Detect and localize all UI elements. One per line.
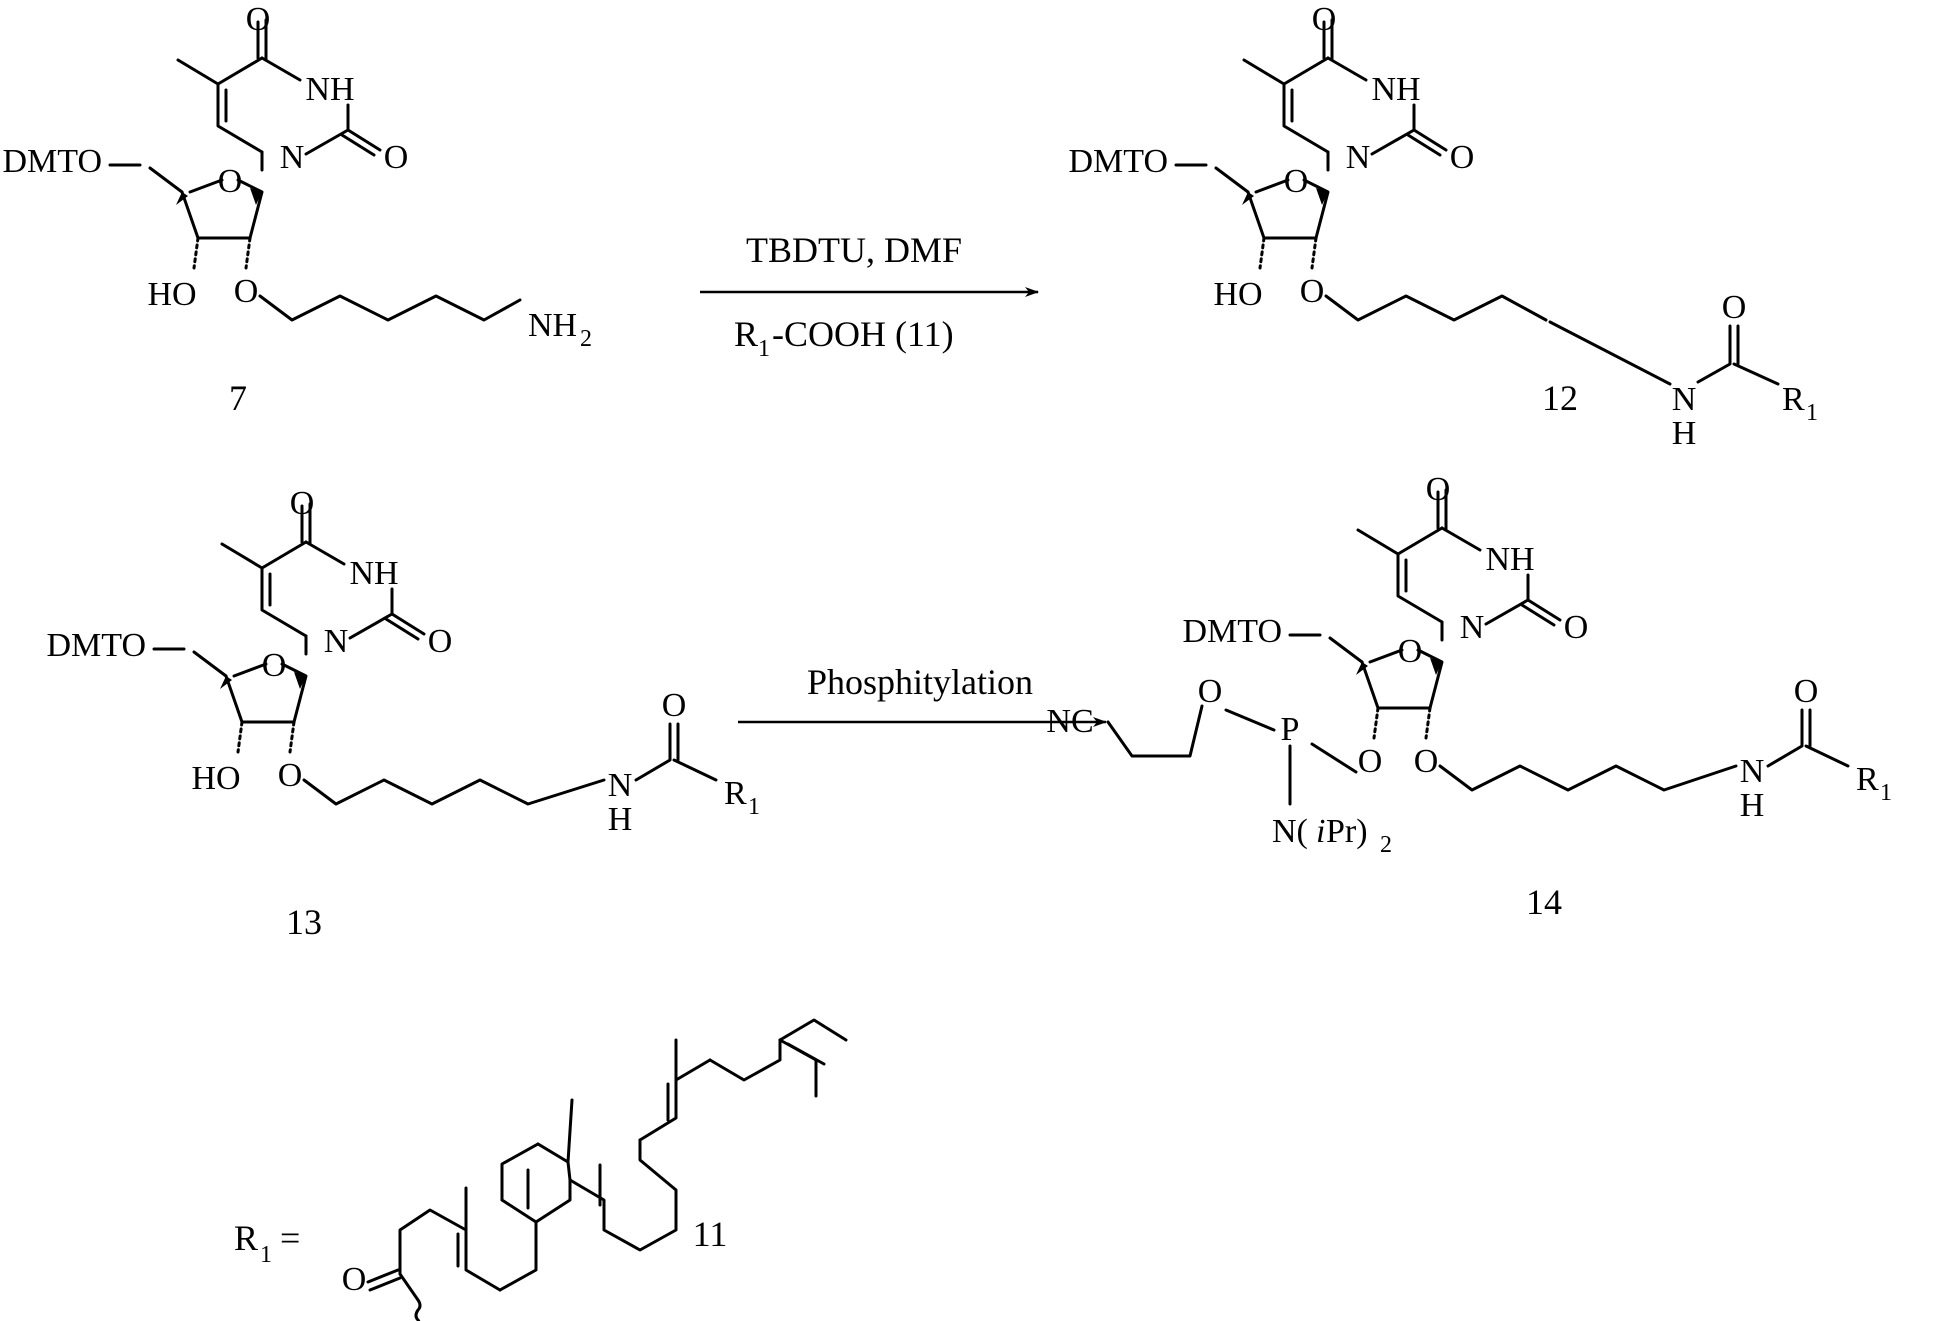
reagent-r1-cooh: R 1 -COOH (11) xyxy=(734,314,954,362)
r1-substituent: R 1 xyxy=(1782,381,1818,426)
svg-text:i: i xyxy=(1316,813,1325,850)
r1-substituent: R 1 xyxy=(724,775,760,820)
svg-text:N: N xyxy=(1672,381,1697,418)
svg-text:O: O xyxy=(1358,743,1383,780)
r1-definition: R 1 = O 11 xyxy=(234,1020,846,1321)
svg-text:N(: N( xyxy=(1272,813,1308,850)
compound-label-14: 14 xyxy=(1526,882,1562,922)
r1-substituent: R 1 xyxy=(1856,761,1892,806)
compound-label-7: 7 xyxy=(229,378,247,418)
compound-14: O NH O N DMTO O O O N H O R 1 P O NC N( … xyxy=(1046,471,1892,922)
compound-12: O NH O N DMTO O HO O 12 N H O R 1 xyxy=(1069,1,1819,452)
svg-text:O: O xyxy=(278,757,303,794)
svg-text:1: 1 xyxy=(748,794,760,820)
svg-text:2: 2 xyxy=(580,326,592,352)
svg-text:P: P xyxy=(1281,711,1300,748)
svg-text:O: O xyxy=(1414,743,1439,780)
svg-text:O: O xyxy=(1722,289,1747,326)
compound-13: O NH O N DMTO O HO O N H O R 1 13 xyxy=(47,485,761,942)
svg-text:Pr): Pr) xyxy=(1326,813,1368,850)
atom-ho: HO xyxy=(147,276,196,313)
svg-text:N: N xyxy=(324,623,349,660)
atom-nh: NH xyxy=(305,71,354,108)
compound-label-11: 11 xyxy=(693,1214,728,1254)
svg-text:R: R xyxy=(724,775,747,812)
reagent-phosphitylation: Phosphitylation xyxy=(807,662,1033,702)
reaction-arrow-1: TBDTU, DMF R 1 -COOH (11) xyxy=(700,230,1038,362)
svg-text:N: N xyxy=(1346,139,1371,176)
r1-equals-label: R 1 = xyxy=(234,1218,300,1268)
svg-text:H: H xyxy=(608,801,633,838)
svg-text:O: O xyxy=(1794,673,1819,710)
atom-o: O xyxy=(246,1,271,38)
compound-7: O NH O N DMTO O HO O NH 2 7 xyxy=(3,1,593,418)
svg-text:HO: HO xyxy=(1213,276,1262,313)
svg-text:N: N xyxy=(608,767,633,804)
svg-text:O: O xyxy=(1300,273,1325,310)
reagent-tbdtu-dmf: TBDTU, DMF xyxy=(746,230,962,270)
svg-text:O: O xyxy=(1284,163,1309,200)
svg-text:2: 2 xyxy=(1380,832,1392,858)
compound-label-13: 13 xyxy=(286,902,322,942)
diisopropylamino: N( i Pr) 2 xyxy=(1272,813,1392,858)
svg-text:O: O xyxy=(1426,471,1451,508)
svg-text:O: O xyxy=(262,647,287,684)
atom-o: O xyxy=(218,163,243,200)
svg-text:O: O xyxy=(1312,1,1337,38)
atom-o: O xyxy=(234,273,259,310)
svg-text:R: R xyxy=(1782,381,1805,418)
amine-group: NH 2 xyxy=(528,307,592,352)
svg-text:O: O xyxy=(428,623,453,660)
svg-text:DMTO: DMTO xyxy=(1183,613,1283,650)
svg-text:H: H xyxy=(1672,415,1697,452)
svg-text:1: 1 xyxy=(758,336,770,362)
svg-text:=: = xyxy=(280,1218,300,1258)
svg-text:NH: NH xyxy=(1485,541,1534,578)
atom-dmto: DMTO xyxy=(3,143,103,180)
svg-text:O: O xyxy=(290,485,315,522)
svg-text:R: R xyxy=(734,314,758,354)
svg-text:1: 1 xyxy=(1880,780,1892,806)
atom-n: N xyxy=(280,139,305,176)
svg-text:O: O xyxy=(662,687,687,724)
svg-text:O: O xyxy=(1564,609,1589,646)
svg-text:HO: HO xyxy=(191,760,240,797)
svg-text:H: H xyxy=(1740,787,1765,824)
svg-text:NH: NH xyxy=(528,307,577,344)
svg-text:1: 1 xyxy=(1806,400,1818,426)
compound-label-12: 12 xyxy=(1542,378,1578,418)
atom-o: O xyxy=(384,139,409,176)
svg-text:O: O xyxy=(1398,633,1423,670)
svg-text:O: O xyxy=(1450,139,1475,176)
svg-text:R: R xyxy=(1856,761,1879,798)
svg-text:NH: NH xyxy=(349,555,398,592)
svg-text:NH: NH xyxy=(1371,71,1420,108)
hexyl-linker xyxy=(260,296,520,320)
carbonyl-o: O xyxy=(342,1261,367,1298)
svg-text:O: O xyxy=(1198,673,1223,710)
svg-text:1: 1 xyxy=(260,1242,272,1268)
svg-text:R: R xyxy=(234,1218,258,1258)
svg-text:N: N xyxy=(1460,609,1485,646)
svg-text:DMTO: DMTO xyxy=(47,627,147,664)
svg-text:-COOH (11): -COOH (11) xyxy=(772,314,954,354)
svg-text:N: N xyxy=(1740,753,1765,790)
svg-text:DMTO: DMTO xyxy=(1069,143,1169,180)
svg-text:NC: NC xyxy=(1046,703,1093,740)
